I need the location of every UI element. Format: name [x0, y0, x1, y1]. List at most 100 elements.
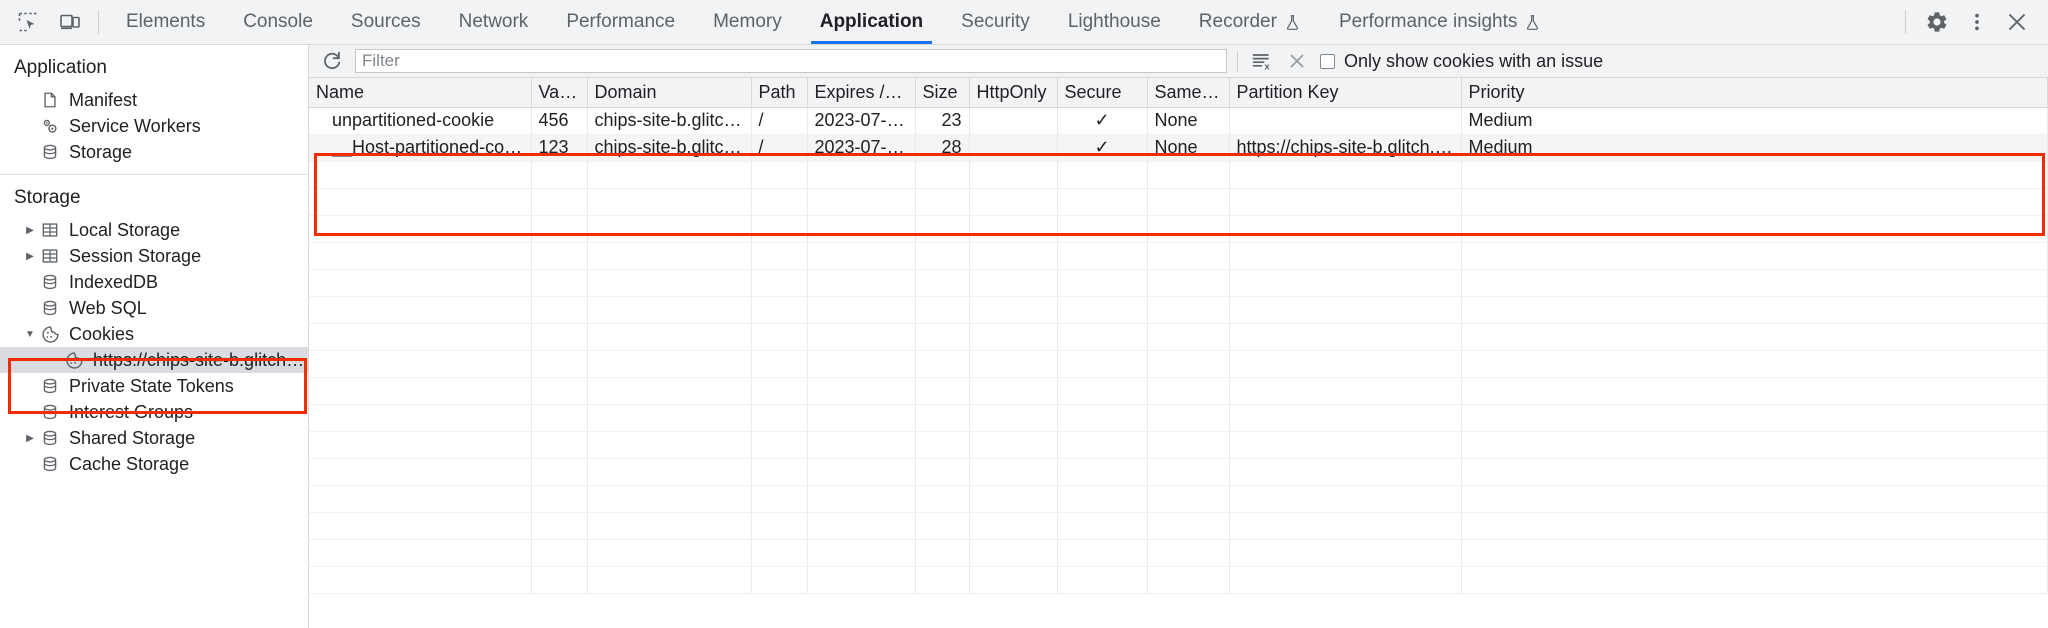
empty-cell: [915, 161, 970, 189]
empty-cell: [531, 566, 588, 594]
tab-elements[interactable]: Elements: [107, 0, 224, 44]
toolbar-divider: [98, 10, 99, 34]
toolbar-left-icons: [0, 0, 90, 44]
column-header-samesite[interactable]: SameSite: [1147, 78, 1230, 108]
empty-cell: [915, 512, 970, 540]
experiment-flask-icon: [1524, 14, 1541, 31]
clear-filtered-cookies-icon[interactable]: x: [1248, 48, 1274, 74]
empty-cell: [969, 485, 1058, 513]
filter-input[interactable]: [355, 49, 1227, 73]
tab-recorder[interactable]: Recorder: [1180, 0, 1320, 44]
chevron-right-icon[interactable]: ▶: [26, 432, 34, 444]
inspect-element-icon[interactable]: [14, 8, 42, 36]
empty-cell: [1229, 323, 1462, 351]
sidebar-item-interest-groups[interactable]: Interest Groups: [0, 399, 308, 425]
empty-cell: [1229, 296, 1462, 324]
empty-cell: [915, 296, 970, 324]
column-header-size[interactable]: Size: [915, 78, 970, 108]
empty-cell: [807, 242, 916, 270]
empty-cell: [1147, 323, 1230, 351]
column-header-name[interactable]: Name: [309, 78, 532, 108]
empty-cell: [309, 566, 532, 594]
sidebar-item-service-workers[interactable]: Service Workers: [0, 113, 308, 139]
cell-partition-key: https://chips-site-b.glitch.me: [1229, 134, 1462, 162]
tab-performance-insights[interactable]: Performance insights: [1320, 0, 1560, 44]
sidebar-item-https-chips-site-b-glitch-me[interactable]: https://chips-site-b.glitch.me: [0, 347, 308, 373]
sidebar-item-cookies[interactable]: ▼Cookies: [0, 321, 308, 347]
column-header-value[interactable]: Value: [531, 78, 588, 108]
empty-cell: [1057, 242, 1148, 270]
clear-all-cookies-icon[interactable]: [1284, 48, 1310, 74]
device-toolbar-icon[interactable]: [56, 8, 84, 36]
column-header-domain[interactable]: Domain: [587, 78, 752, 108]
sidebar-item-label: Service Workers: [69, 115, 201, 136]
column-header-priority[interactable]: Priority: [1461, 78, 2048, 108]
only-show-issues-checkbox[interactable]: Only show cookies with an issue: [1320, 51, 1603, 72]
empty-cell: [915, 323, 970, 351]
empty-cell: [309, 377, 532, 405]
sidebar-item-private-state-tokens[interactable]: Private State Tokens: [0, 373, 308, 399]
tab-memory[interactable]: Memory: [694, 0, 801, 44]
column-header-partition-key[interactable]: Partition Key: [1229, 78, 1462, 108]
empty-cell: [1147, 188, 1230, 216]
empty-cell: [751, 188, 808, 216]
chevron-right-icon[interactable]: ▶: [26, 224, 34, 236]
empty-cell: [1057, 350, 1148, 378]
empty-cell: [751, 458, 808, 486]
empty-cell: [1057, 269, 1148, 297]
tab-lighthouse[interactable]: Lighthouse: [1049, 0, 1180, 44]
empty-cell: [915, 242, 970, 270]
empty-cell: [531, 188, 588, 216]
sidebar-item-session-storage[interactable]: ▶Session Storage: [0, 243, 308, 269]
tab-label: Recorder: [1198, 11, 1277, 32]
sidebar-item-indexeddb[interactable]: IndexedDB: [0, 269, 308, 295]
empty-cell: [807, 458, 916, 486]
empty-cell: [1461, 215, 2048, 243]
tab-sources[interactable]: Sources: [332, 0, 440, 44]
sidebar-item-manifest[interactable]: Manifest: [0, 87, 308, 113]
sidebar-item-shared-storage[interactable]: ▶Shared Storage: [0, 425, 308, 451]
column-header-expires-m[interactable]: Expires / M…: [807, 78, 916, 108]
empty-cell: [587, 323, 752, 351]
empty-cell: [1147, 566, 1230, 594]
tab-performance[interactable]: Performance: [547, 0, 694, 44]
empty-cell: [1229, 566, 1462, 594]
close-icon[interactable]: [2000, 5, 2034, 39]
database-icon: [39, 454, 61, 474]
sidebar-item-storage[interactable]: Storage: [0, 139, 308, 165]
tab-security[interactable]: Security: [942, 0, 1049, 44]
sidebar-item-cache-storage[interactable]: Cache Storage: [0, 451, 308, 477]
gear-icon[interactable]: [1920, 5, 1954, 39]
empty-cell: [751, 215, 808, 243]
empty-cell: [1229, 485, 1462, 513]
empty-grid-row: [309, 269, 2048, 297]
table-icon: [39, 220, 61, 240]
empty-cell: [531, 431, 588, 459]
sidebar-item-label: Storage: [69, 141, 133, 162]
sidebar-item-web-sql[interactable]: Web SQL: [0, 295, 308, 321]
empty-cell: [309, 296, 532, 324]
chevron-right-icon[interactable]: ▶: [26, 250, 34, 262]
chevron-down-icon[interactable]: ▼: [25, 328, 35, 340]
empty-cell: [915, 269, 970, 297]
sidebar-item-local-storage[interactable]: ▶Local Storage: [0, 217, 308, 243]
tab-network[interactable]: Network: [440, 0, 548, 44]
column-header-httponly[interactable]: HttpOnly: [969, 78, 1058, 108]
sidebar-item-label: https://chips-site-b.glitch.me: [93, 349, 308, 370]
more-vertical-icon[interactable]: [1960, 5, 1994, 39]
tab-application[interactable]: Application: [801, 0, 942, 44]
checkbox-box[interactable]: [1320, 53, 1335, 69]
column-header-secure[interactable]: Secure: [1057, 78, 1148, 108]
empty-cell: [531, 323, 588, 351]
tab-console[interactable]: Console: [224, 0, 332, 44]
column-header-path[interactable]: Path: [751, 78, 808, 108]
empty-cell: [1461, 188, 2048, 216]
refresh-icon[interactable]: [319, 48, 345, 74]
empty-cell: [1229, 269, 1462, 297]
